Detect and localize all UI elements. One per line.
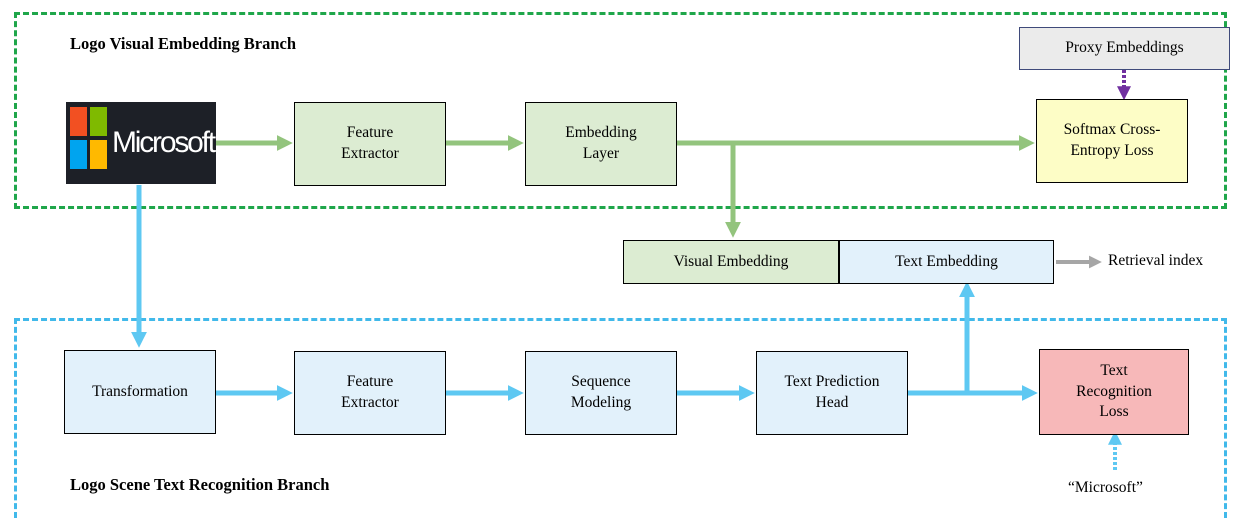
proxy-embeddings-box: Proxy Embeddings xyxy=(1019,27,1230,70)
text-recognition-branch-region xyxy=(14,318,1227,518)
visual-feature-extractor-box: Feature Extractor xyxy=(294,102,446,186)
text-feature-extractor-box: Feature Extractor xyxy=(294,351,446,435)
logo-tile-yellow xyxy=(90,140,107,169)
windows-logo-icon xyxy=(70,107,107,169)
text-embedding-box: Text Embedding xyxy=(839,240,1054,284)
logo-tile-red xyxy=(70,107,87,136)
ground-truth-label: “Microsoft” xyxy=(1068,479,1143,496)
transformation-box: Transformation xyxy=(64,350,216,434)
logo-tile-green xyxy=(90,107,107,136)
text-prediction-head-box: Text Prediction Head xyxy=(756,351,908,435)
visual-embedding-branch-region xyxy=(14,12,1227,209)
embedding-layer-box: Embedding Layer xyxy=(525,102,677,186)
text-branch-title: Logo Scene Text Recognition Branch xyxy=(70,475,330,494)
retrieval-index-label: Retrieval index xyxy=(1108,252,1204,269)
logo-tile-blue xyxy=(70,140,87,169)
sequence-modeling-box: Sequence Modeling xyxy=(525,351,677,435)
text-recognition-loss-box: Text Recognition Loss xyxy=(1039,349,1189,435)
logo-wordmark: Microsoft xyxy=(112,126,216,159)
softmax-cross-entropy-loss-box: Softmax Cross- Entropy Loss xyxy=(1036,99,1188,183)
visual-embedding-box: Visual Embedding xyxy=(623,240,839,284)
visual-branch-title: Logo Visual Embedding Branch xyxy=(70,34,297,53)
microsoft-logo-image: Microsoft xyxy=(66,102,216,184)
